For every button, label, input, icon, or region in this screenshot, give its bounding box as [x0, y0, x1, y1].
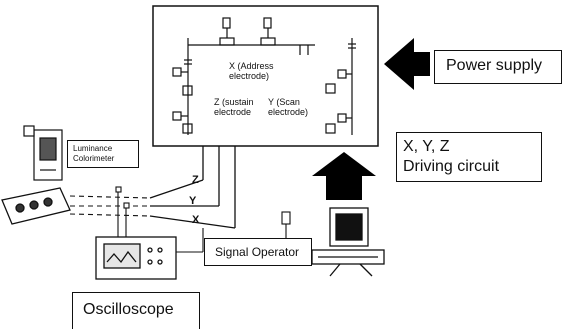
sustain-electrode-label: Z (sustain electrode: [214, 97, 254, 117]
scan-line-1: Y (Scan: [268, 97, 300, 107]
oscilloscope-device: [95, 236, 177, 280]
address-electrode-label: X (Address electrode): [229, 61, 274, 81]
wire-z-label: Z: [192, 174, 199, 186]
address-bus: [188, 17, 315, 55]
sustain-switches: [172, 38, 193, 135]
sustain-line-2: electrode: [214, 107, 252, 117]
scan-electrode-label: Y (Scan electrode): [268, 97, 308, 117]
oscilloscope-box: Oscilloscope: [72, 292, 200, 329]
luminance-line-1: Luminance: [73, 144, 113, 153]
wire-x-label: X: [192, 214, 200, 226]
oscilloscope-label: Oscilloscope: [83, 301, 174, 318]
power-arrow: [384, 38, 430, 90]
signal-connector: [281, 211, 291, 238]
scan-line-2: electrode): [268, 107, 309, 117]
sustain-line-1: Z (sustain: [214, 97, 254, 107]
luminance-colorimeter-box: Luminance Colorimeter: [67, 140, 139, 168]
driving-circuit-line-2: Driving circuit: [403, 158, 500, 175]
circuit-board: [152, 5, 379, 147]
computer: [311, 207, 385, 277]
driving-circuit-line-1: X, Y, Z: [403, 138, 450, 155]
signal-operator-box: Signal Operator: [204, 238, 312, 266]
oscilloscope-leads: [117, 192, 204, 253]
test-panel: [1, 187, 71, 225]
driving-circuit-box: X, Y, Z Driving circuit: [396, 132, 542, 182]
dashed-leads: [69, 195, 151, 217]
luminance-line-2: Colorimeter: [73, 154, 115, 163]
address-line-2: electrode): [229, 71, 270, 81]
wire-y-label: Y: [189, 195, 197, 207]
colorimeter-device: [23, 125, 63, 181]
power-supply-label: Power supply: [446, 57, 543, 74]
address-line-1: X (Address: [229, 61, 274, 71]
electrode-wires: [149, 146, 236, 229]
signal-operator-label: Signal Operator: [215, 245, 300, 259]
driving-arrow: [312, 152, 376, 200]
scan-switches: [325, 38, 356, 135]
power-supply-box: Power supply: [434, 50, 562, 84]
